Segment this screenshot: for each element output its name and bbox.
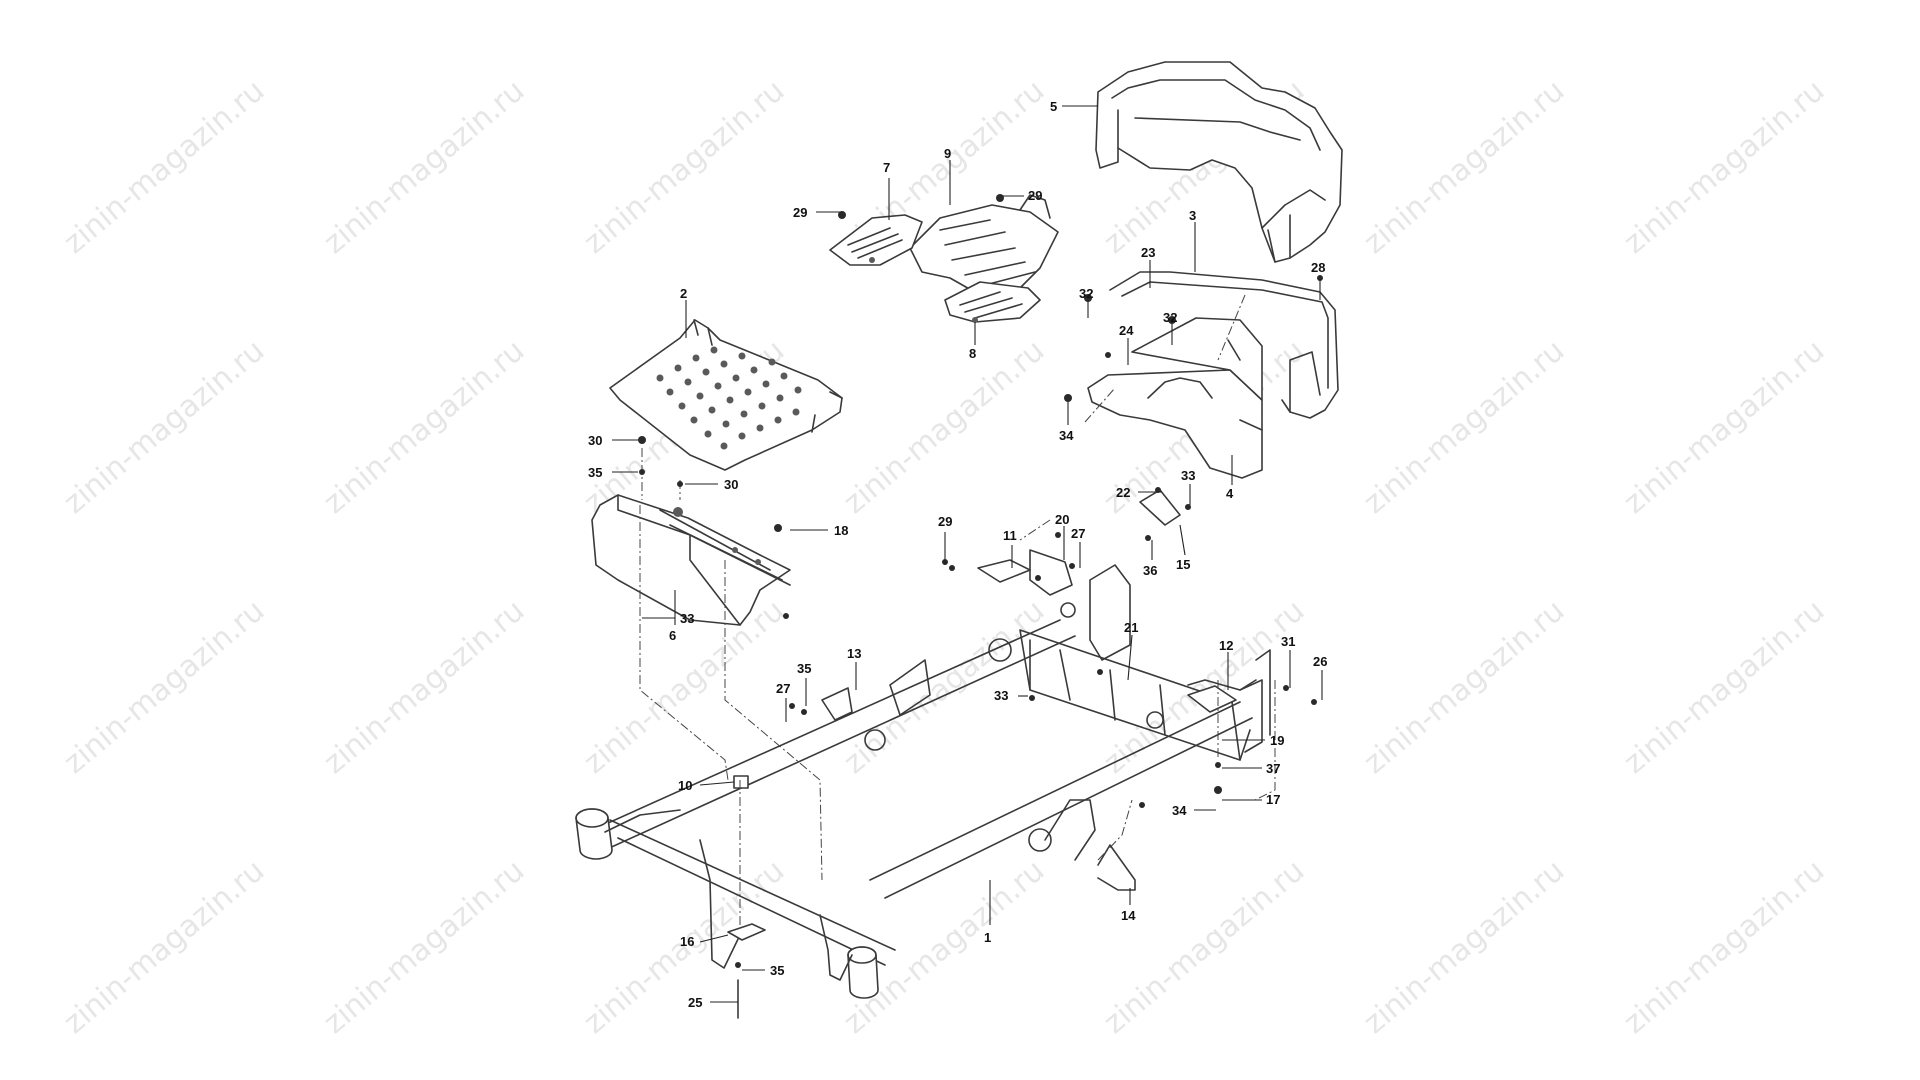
callout-20: 20	[1055, 512, 1069, 527]
watermark: zinin-magazin.ru	[1357, 333, 1571, 521]
part-upper-plates	[829, 194, 1059, 323]
fastener-dots	[638, 194, 1323, 968]
callout-3: 3	[1189, 208, 1196, 223]
callout-16: 16	[680, 934, 694, 949]
callout-26: 26	[1313, 654, 1327, 669]
watermark: zinin-magazin.ru	[57, 73, 271, 261]
callout-33c: 33	[1181, 468, 1195, 483]
callout-29c: 29	[938, 514, 952, 529]
callout-6: 6	[669, 628, 676, 643]
watermark: zinin-magazin.ru	[1617, 853, 1831, 1041]
watermark: zinin-magazin.ru	[1357, 73, 1571, 261]
callout-29b: 29	[1028, 188, 1042, 203]
callout-23: 23	[1141, 245, 1155, 260]
callout-15: 15	[1176, 557, 1190, 572]
watermark: zinin-magazin.ru	[57, 853, 271, 1041]
part-front-cover	[591, 494, 791, 626]
callout-32b: 32	[1163, 310, 1177, 325]
callout-30: 30	[588, 433, 602, 448]
watermark: zinin-magazin.ru	[317, 853, 531, 1041]
callout-13: 13	[847, 646, 861, 661]
watermark: zinin-magazin.ru	[57, 333, 271, 521]
watermark: zinin-magazin.ru	[1097, 853, 1311, 1041]
callout-30b: 30	[724, 477, 738, 492]
watermark: zinin-magazin.ru	[1617, 73, 1831, 261]
callout-10: 10	[678, 778, 692, 793]
callout-2: 2	[680, 286, 687, 301]
callout-22: 22	[1116, 485, 1130, 500]
callout-19: 19	[1270, 733, 1284, 748]
callout-25: 25	[688, 995, 702, 1010]
watermark: zinin-magazin.ru	[57, 593, 271, 781]
callout-14: 14	[1121, 908, 1136, 923]
callout-17: 17	[1266, 792, 1280, 807]
watermark: zinin-magazin.ru	[577, 73, 791, 261]
callout-33: 33	[680, 611, 694, 626]
callout-35b: 35	[797, 661, 811, 676]
watermark: zinin-magazin.ru	[837, 853, 1051, 1041]
callout-37: 37	[1266, 761, 1280, 776]
callout-28: 28	[1311, 260, 1325, 275]
watermark: zinin-magazin.ru	[837, 333, 1051, 521]
watermark: zinin-magazin.ru	[317, 593, 531, 781]
callout-31: 31	[1281, 634, 1295, 649]
callout-34b: 34	[1172, 803, 1187, 818]
callout-21: 21	[1124, 620, 1138, 635]
callout-5: 5	[1050, 99, 1057, 114]
callout-36: 36	[1143, 563, 1157, 578]
part-rear-shroud	[1095, 61, 1343, 263]
callout-35: 35	[588, 465, 602, 480]
callout-27: 27	[1071, 526, 1085, 541]
floor-plate-holes	[656, 346, 802, 450]
callout-33b: 33	[994, 688, 1008, 703]
callout-9: 9	[944, 146, 951, 161]
callout-12: 12	[1219, 638, 1233, 653]
callout-27b: 27	[776, 681, 790, 696]
watermark: zinin-magazin.ru	[1357, 593, 1571, 781]
part-seat-mount-frame	[1087, 271, 1339, 479]
callout-labels: 1 2 3 4 5 6 7 8 9 10 11 12 13	[588, 99, 1327, 1010]
callout-29: 29	[793, 205, 807, 220]
callout-34: 34	[1059, 428, 1074, 443]
watermark: zinin-magazin.ru	[1357, 853, 1571, 1041]
small-parts	[727, 489, 1237, 1019]
callout-24: 24	[1119, 323, 1134, 338]
watermark: zinin-magazin.ru	[317, 73, 531, 261]
callout-18: 18	[834, 523, 848, 538]
watermark: zinin-magazin.ru	[1617, 333, 1831, 521]
callout-35c: 35	[770, 963, 784, 978]
watermark: zinin-magazin.ru	[1617, 593, 1831, 781]
part-floor-plate	[609, 319, 843, 471]
callout-1: 1	[984, 930, 991, 945]
watermark: zinin-magazin.ru	[837, 593, 1051, 781]
callout-32: 32	[1079, 286, 1093, 301]
part-main-frame	[575, 549, 1271, 999]
callout-7: 7	[883, 160, 890, 175]
watermark: zinin-magazin.ru	[317, 333, 531, 521]
callout-8: 8	[969, 346, 976, 361]
callout-4: 4	[1226, 486, 1234, 501]
callout-11: 11	[1003, 528, 1017, 543]
